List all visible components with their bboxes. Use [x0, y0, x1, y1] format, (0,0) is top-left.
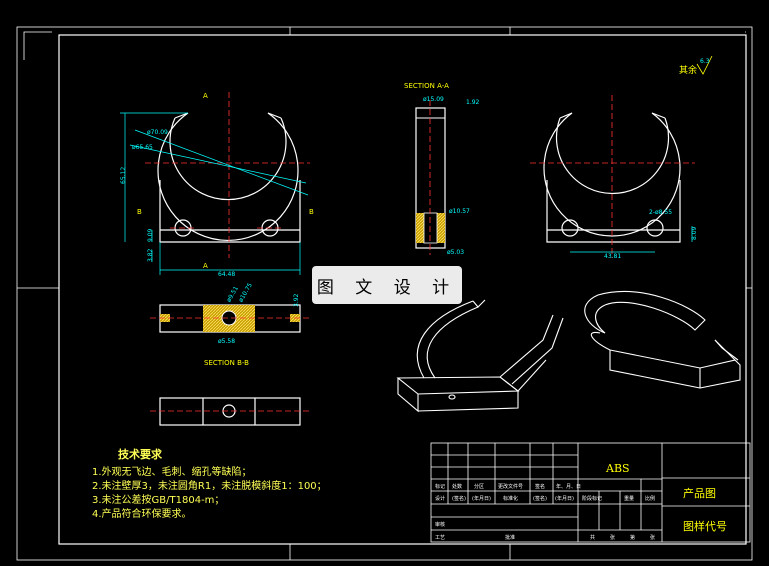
dim-r2: ø65.65 — [132, 144, 153, 151]
tb-label-mark: 标记 — [435, 483, 445, 490]
tb-approve: 批准 — [505, 534, 515, 541]
cut-label-b-left: B — [137, 208, 142, 216]
dim-bb-d2: ø10.75 — [237, 282, 254, 304]
tb-label-zone: 分区 — [474, 483, 484, 490]
section-bb-view — [150, 304, 310, 333]
tb-label-sign: 签名 — [535, 483, 545, 490]
tech-item-1: 1.外观无飞边、毛刺、缩孔等缺陷； — [92, 467, 252, 478]
tech-item-2: 2.未注壁厚3，未注圆角R1，未注脱模斜度1：100； — [92, 481, 327, 492]
cut-label-a-top: A — [203, 92, 208, 100]
section-aa-view — [415, 100, 446, 255]
tech-item-3: 3.未注公差按GB/T1804-m； — [92, 495, 225, 506]
side-dimensions — [570, 226, 693, 253]
tb-design-date: (年月日) — [472, 495, 491, 502]
dim-r1: ø70.09 — [147, 129, 168, 136]
isometric-view-1 — [396, 299, 564, 413]
roughness-symbol — [696, 55, 713, 75]
dim-aa-mid: ø10.57 — [449, 208, 470, 215]
zone-marks — [17, 27, 752, 560]
tb-design: 设计 — [435, 495, 445, 502]
dim-side-width: 43.81 — [604, 253, 621, 260]
tb-product-type: 产品图 — [683, 486, 716, 500]
dim-aa-bottom: ø5.03 — [447, 249, 464, 256]
dim-width: 64.48 — [218, 271, 235, 278]
tb-weight: 重量 — [624, 495, 634, 502]
tb-review: 审核 — [435, 521, 445, 528]
dim-side-h: 8.09 — [691, 226, 698, 240]
tb-drawing-code: 图样代号 — [683, 519, 727, 533]
dim-bb-h: 3.92 — [293, 293, 300, 307]
tb-label-count: 处数 — [452, 483, 462, 490]
tb-standard-date: (年月日) — [555, 495, 574, 502]
section-bb-title: SECTION B-B — [204, 359, 249, 367]
front-centerlines — [145, 92, 310, 258]
dim-d2: 3.82 — [147, 248, 154, 262]
inner-frame — [58, 34, 747, 545]
dim-height: 65.12 — [120, 167, 127, 184]
tb-design-sign: (签名) — [452, 495, 466, 502]
tech-title: 技术要求 — [118, 448, 162, 461]
tb-sheet-no: 第 — [630, 534, 635, 541]
tb-process: 工艺 — [435, 535, 445, 541]
tb-sheet-unit2: 张 — [650, 534, 655, 541]
cut-label-a-bottom: A — [203, 262, 208, 270]
tb-material: ABS — [605, 462, 630, 475]
tb-scale: 比例 — [645, 495, 655, 502]
bottom-view — [150, 397, 310, 426]
tech-item-4: 4.产品符合环保要求。 — [92, 509, 192, 520]
dim-aa-top-d: ø15.09 — [423, 96, 444, 103]
tb-standard-sign: (签名) — [533, 495, 547, 502]
cut-label-b-right: B — [309, 208, 314, 216]
technical-requirements: 技术要求 1.外观无飞边、毛刺、缩孔等缺陷； 2.未注壁厚3，未注圆角R1，未注… — [92, 448, 327, 522]
section-aa-title: SECTION A-A — [404, 82, 449, 90]
dim-side-angle: 2-ø8.55 — [649, 209, 672, 216]
tb-label-change: 更改文件号 — [498, 483, 523, 490]
tb-standard: 标准化 — [503, 495, 518, 502]
side-centerlines — [530, 95, 695, 258]
dim-d1: 9.09 — [147, 228, 154, 242]
dim-aa-top-r: 1.92 — [466, 99, 480, 106]
surface-note-value: 6.3 — [700, 58, 710, 65]
tb-sheet-total: 共 — [590, 534, 595, 541]
outer-frame — [16, 26, 753, 561]
watermark: 图 文 设 计 — [312, 266, 462, 304]
tb-stage: 阶段标记 — [582, 495, 602, 502]
tb-label-date: 年、月、日 — [556, 483, 581, 490]
surface-note-label: 其余 — [679, 64, 697, 76]
title-block — [430, 442, 751, 543]
dim-bb-bottom: ø5.58 — [218, 338, 235, 345]
front-dimensions — [120, 112, 309, 275]
tb-sheet-unit1: 张 — [610, 534, 615, 541]
isometric-view-2 — [584, 291, 741, 389]
front-view — [157, 112, 301, 243]
